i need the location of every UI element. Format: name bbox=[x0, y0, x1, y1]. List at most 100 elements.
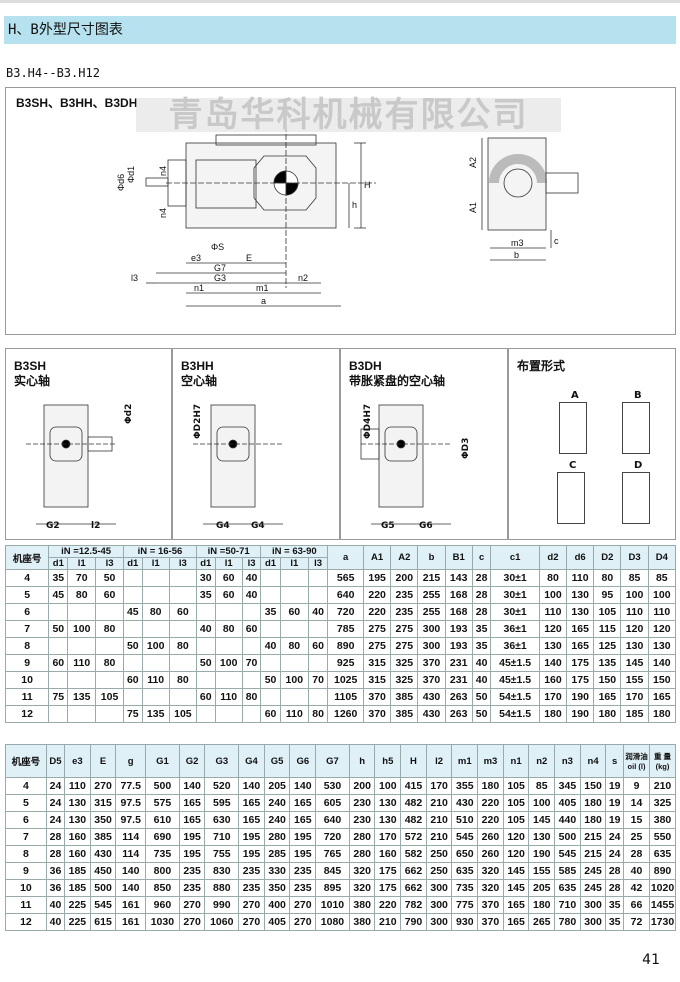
table-cell: 50 bbox=[471, 705, 492, 723]
table-cell bbox=[279, 654, 309, 672]
table-cell: 30 bbox=[195, 569, 216, 587]
table-cell: 1010 bbox=[315, 896, 350, 914]
col-header: b bbox=[417, 545, 446, 570]
table-cell: 130 bbox=[374, 794, 402, 812]
table-cell: 315 bbox=[363, 654, 392, 672]
table-cell: 210 bbox=[425, 828, 453, 846]
table-cell: 7 bbox=[5, 828, 47, 846]
table-cell: 30±1 bbox=[490, 569, 540, 587]
table-cell: 690 bbox=[145, 828, 180, 846]
table-cell: 231 bbox=[444, 671, 473, 689]
dim-label: G2 bbox=[46, 521, 60, 531]
table-cell: 8 bbox=[4, 637, 50, 655]
table-cell bbox=[168, 586, 197, 604]
table-cell: 250 bbox=[425, 862, 453, 880]
table-cell: 845 bbox=[315, 862, 350, 880]
col-header: G5 bbox=[263, 744, 291, 778]
table-cell: 545 bbox=[554, 845, 581, 863]
table-cell: 6 bbox=[5, 811, 47, 829]
table-cell: 70 bbox=[241, 654, 262, 672]
table-cell: 545 bbox=[89, 896, 117, 914]
table-cell: 270 bbox=[238, 896, 265, 914]
table-cell: 97.5 bbox=[115, 794, 147, 812]
panel-name: 带胀紧盘的空心轴 bbox=[349, 374, 446, 388]
table-cell: 235 bbox=[178, 879, 206, 897]
table-cell: 270 bbox=[238, 913, 265, 931]
table-cell: 275 bbox=[363, 637, 392, 655]
table-cell: 300 bbox=[417, 620, 446, 638]
dim-H: H bbox=[364, 180, 371, 190]
top-rule bbox=[0, 0, 680, 3]
table-cell: 36±1 bbox=[490, 620, 540, 638]
table-cell bbox=[241, 671, 262, 689]
table-cell: 1105 bbox=[327, 688, 365, 706]
table-cell: 765 bbox=[315, 845, 350, 863]
table-cell: 240 bbox=[263, 811, 291, 829]
dim-label: ΦD4H7 bbox=[363, 403, 373, 439]
table-cell: 24 bbox=[605, 845, 624, 863]
table-cell: 530 bbox=[315, 777, 350, 795]
table-cell: 193 bbox=[444, 637, 473, 655]
table-cell: 110 bbox=[214, 688, 243, 706]
table-cell bbox=[279, 586, 309, 604]
table-cell: 130 bbox=[374, 811, 402, 829]
arrangement-C-icon bbox=[557, 472, 585, 524]
table-cell: 263 bbox=[444, 705, 473, 723]
col-header: D5 bbox=[45, 744, 66, 778]
sub-col-header: d1 bbox=[195, 557, 216, 570]
table-cell: 300 bbox=[425, 896, 453, 914]
table-cell: 30±1 bbox=[490, 603, 540, 621]
table-cell: 315 bbox=[89, 794, 117, 812]
table-cell: 40 bbox=[45, 913, 66, 931]
table-cell: 115 bbox=[593, 620, 622, 638]
table-cell: 300 bbox=[417, 637, 446, 655]
table-cell: 80 bbox=[593, 569, 622, 587]
table-cell: 80 bbox=[214, 620, 243, 638]
table-cell: 215 bbox=[417, 569, 446, 587]
table-cell: 135 bbox=[593, 654, 622, 672]
table-cell: 263 bbox=[444, 688, 473, 706]
table-cell: 105 bbox=[168, 705, 197, 723]
table-cell: 170 bbox=[620, 688, 649, 706]
dim-A1: A1 bbox=[468, 202, 478, 213]
table-cell: 500 bbox=[89, 879, 117, 897]
panel-code: B3DH bbox=[349, 359, 382, 373]
table-cell: 80 bbox=[141, 603, 170, 621]
table-cell: 195 bbox=[238, 845, 265, 863]
table-cell: 100 bbox=[214, 654, 243, 672]
col-header: c1 bbox=[490, 545, 540, 570]
table-cell: 42 bbox=[623, 879, 650, 897]
table-cell: 355 bbox=[451, 777, 479, 795]
panel-code: B3SH bbox=[14, 359, 47, 373]
dim-G3: G3 bbox=[214, 273, 226, 283]
table-cell: 960 bbox=[145, 896, 180, 914]
table-cell: 320 bbox=[348, 862, 376, 880]
table-cell: 60 bbox=[195, 688, 216, 706]
table-cell bbox=[195, 637, 216, 655]
arrangement-D-icon bbox=[622, 472, 650, 524]
table-cell: 66 bbox=[623, 896, 650, 914]
series-subtitle: B3.H4--B3.H12 bbox=[6, 66, 100, 80]
table-cell: 180 bbox=[579, 811, 607, 829]
col-header: D4 bbox=[647, 545, 677, 570]
table-cell: 800 bbox=[145, 862, 180, 880]
table-cell: 100 bbox=[141, 637, 170, 655]
dim-e3: e3 bbox=[191, 253, 201, 263]
table-cell: 145 bbox=[528, 811, 556, 829]
table-cell: 19 bbox=[605, 777, 624, 795]
table-cell: 300 bbox=[425, 913, 453, 931]
table-cell: 210 bbox=[425, 794, 453, 812]
table-cell: 610 bbox=[145, 811, 180, 829]
table-cell: 28 bbox=[45, 828, 66, 846]
col-header: n4 bbox=[579, 744, 607, 778]
table-cell: 10 bbox=[5, 879, 47, 897]
table-cell: 735 bbox=[145, 845, 180, 863]
table-cell: 165 bbox=[593, 688, 622, 706]
table-cell: 140 bbox=[289, 777, 317, 795]
table-cell: 1260 bbox=[327, 705, 365, 723]
sub-col-header: l3 bbox=[241, 557, 262, 570]
dim-c: c bbox=[554, 236, 559, 246]
table-cell: 11 bbox=[4, 688, 50, 706]
dim-d1: Φd1 bbox=[126, 166, 136, 183]
table-cell: 130 bbox=[566, 586, 595, 604]
